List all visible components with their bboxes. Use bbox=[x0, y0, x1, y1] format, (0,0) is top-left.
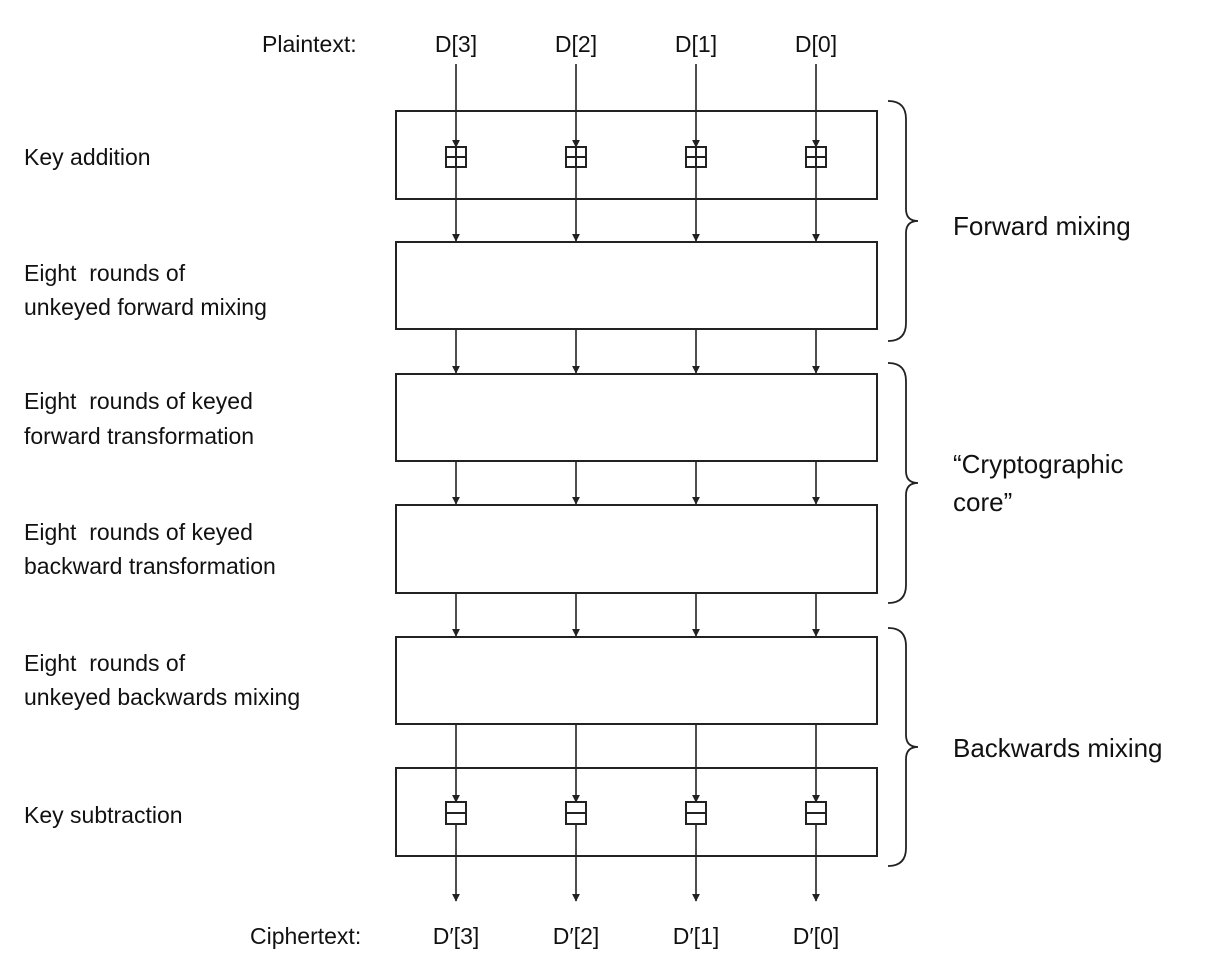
plaintext-label: Plaintext: bbox=[262, 31, 357, 57]
group-label: Forward mixing bbox=[953, 211, 1131, 241]
plaintext-word: D[0] bbox=[795, 31, 837, 57]
stage-label: forward transformation bbox=[24, 423, 254, 449]
stage-box-1 bbox=[395, 110, 878, 200]
key-operators bbox=[445, 111, 827, 856]
plaintext-word: D[1] bbox=[675, 31, 717, 57]
plaintext-word: D[3] bbox=[435, 31, 477, 57]
stage-box-2 bbox=[395, 241, 878, 330]
stage-label: backward transformation bbox=[24, 553, 276, 579]
stage-label: unkeyed forward mixing bbox=[24, 294, 267, 320]
key-subtract-icon bbox=[805, 801, 827, 825]
group-brace-1 bbox=[887, 100, 919, 342]
io-labels: D[3] D[2] D[1] D[0] D′[3] D′[2] D′[1] D′[0] bbox=[433, 31, 840, 949]
group-label: Backwards mixing bbox=[953, 733, 1163, 763]
plaintext-word: D[2] bbox=[555, 31, 597, 57]
ciphertext-word: D′[2] bbox=[553, 923, 600, 949]
group-labels: Forward mixing “Cryptographic core” Backwar… bbox=[953, 211, 1163, 763]
stage-box-3 bbox=[395, 373, 878, 462]
key-subtract-icon bbox=[565, 801, 587, 825]
stage-box-4 bbox=[395, 504, 878, 594]
stage-label: Eight rounds of keyed bbox=[24, 519, 253, 545]
group-label: core” bbox=[953, 487, 1012, 517]
stage-label: Eight rounds of bbox=[24, 650, 186, 676]
stage-label: Eight rounds of keyed bbox=[24, 388, 253, 414]
group-braces bbox=[887, 100, 919, 867]
stage-label: Key subtraction bbox=[24, 802, 183, 828]
group-brace-2 bbox=[887, 362, 919, 604]
ciphertext-label: Ciphertext: bbox=[250, 923, 361, 949]
stage-label: unkeyed backwards mixing bbox=[24, 684, 300, 710]
stage-label: Eight rounds of bbox=[24, 260, 186, 286]
ciphertext-word: D′[1] bbox=[673, 923, 720, 949]
stage-label: Key addition bbox=[24, 144, 151, 170]
stage-boxes bbox=[395, 110, 878, 857]
key-add-icon bbox=[685, 146, 707, 168]
key-add-icon bbox=[445, 146, 467, 168]
stage-box-5 bbox=[395, 636, 878, 725]
key-add-icon bbox=[565, 146, 587, 168]
key-add-icon bbox=[805, 146, 827, 168]
key-subtract-icon bbox=[685, 801, 707, 825]
group-label: “Cryptographic bbox=[953, 449, 1124, 479]
group-brace-3 bbox=[887, 627, 919, 867]
ciphertext-word: D′[3] bbox=[433, 923, 480, 949]
stage-box-6 bbox=[395, 767, 878, 857]
key-subtract-icon bbox=[445, 801, 467, 825]
ciphertext-word: D′[0] bbox=[793, 923, 840, 949]
